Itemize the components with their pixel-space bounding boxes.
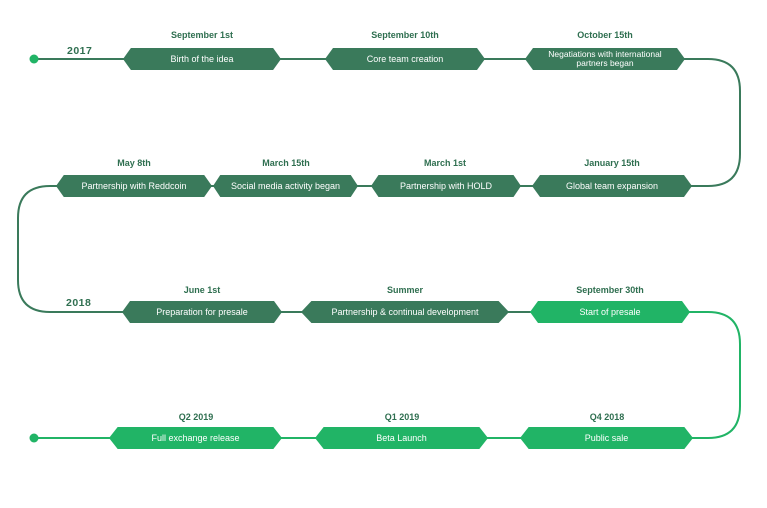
year-label-2018: 2018 bbox=[66, 297, 92, 309]
event-date: March 1st bbox=[423, 158, 467, 168]
event-date: May 8th bbox=[117, 158, 151, 168]
event-date: September 30th bbox=[576, 285, 644, 295]
year-label-2017: 2017 bbox=[67, 45, 93, 57]
event-hold: Partnership with HOLD bbox=[371, 175, 521, 197]
event-partnership-development: Partnership & continual development bbox=[301, 301, 509, 323]
end-dot bbox=[29, 433, 39, 443]
event-date: January 15th bbox=[584, 158, 640, 168]
event-birth-of-idea: Birth of the idea bbox=[123, 48, 281, 70]
event-full-exchange: Full exchange release bbox=[109, 427, 282, 449]
event-reddcoin: Partnership with Reddcoin bbox=[56, 175, 212, 197]
event-date: Q4 2018 bbox=[589, 412, 625, 422]
event-date: September 10th bbox=[371, 30, 439, 40]
event-start-presale: Start of presale bbox=[530, 301, 690, 323]
event-date: Summer bbox=[386, 285, 423, 295]
start-dot bbox=[29, 54, 39, 64]
event-public-sale: Public sale bbox=[520, 427, 693, 449]
event-date: March 15th bbox=[262, 158, 310, 168]
event-core-team: Core team creation bbox=[325, 48, 485, 70]
event-date: September 1st bbox=[170, 30, 234, 40]
event-date: June 1st bbox=[183, 285, 221, 295]
event-negotiations: Negatiations with international partners… bbox=[525, 48, 685, 70]
event-date: Q1 2019 bbox=[384, 412, 420, 422]
event-beta-launch: Beta Launch bbox=[315, 427, 488, 449]
event-preparation-presale: Preparation for presale bbox=[122, 301, 282, 323]
event-social-media: Social media activity began bbox=[213, 175, 358, 197]
event-date: Q2 2019 bbox=[178, 412, 214, 422]
event-global-team: Global team expansion bbox=[532, 175, 692, 197]
track-light-segment bbox=[34, 311, 741, 439]
event-date: October 15th bbox=[577, 30, 633, 40]
